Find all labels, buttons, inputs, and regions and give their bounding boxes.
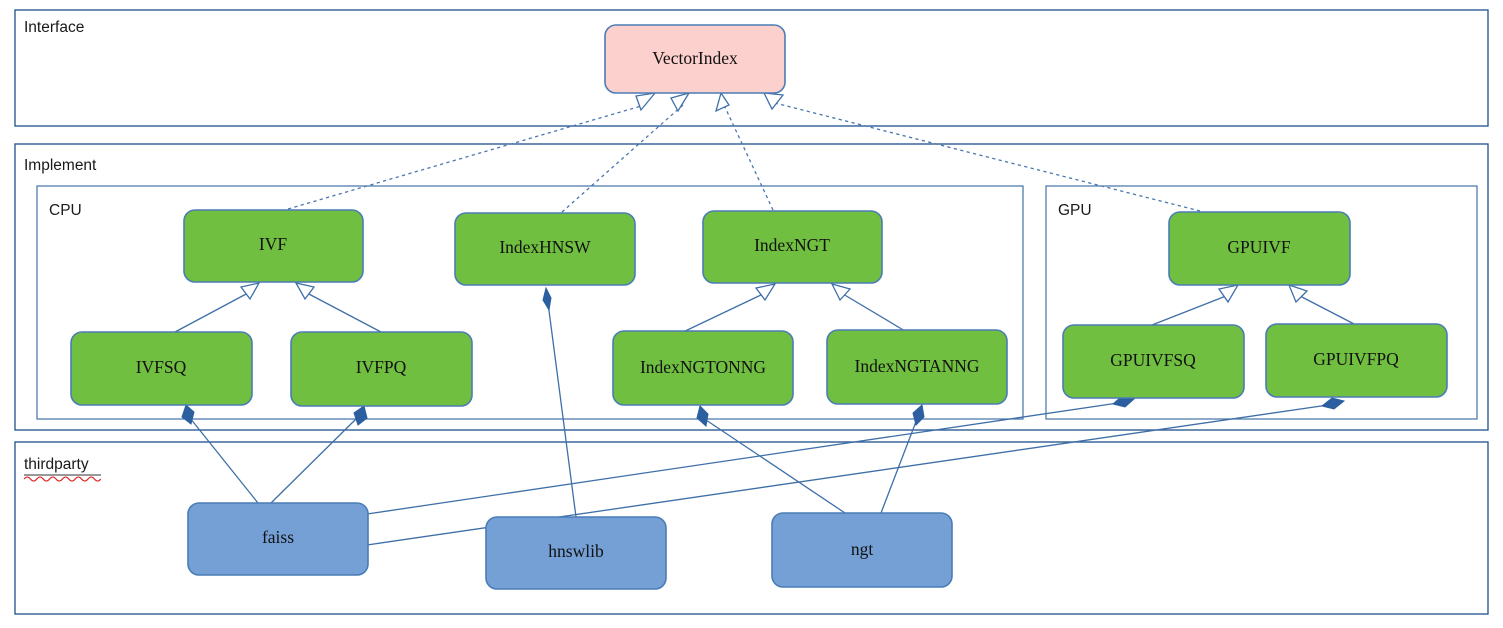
node-indexngtanng[interactable]: IndexNGTANNG — [826, 329, 1008, 405]
node-gpuivfsq-label: GPUIVFSQ — [1110, 350, 1196, 370]
node-indexngtanng-label: IndexNGTANNG — [855, 356, 980, 376]
edge-gpuivf-to-vectorindex — [762, 92, 1201, 212]
node-indexngtonng[interactable]: IndexNGTONNG — [612, 330, 794, 406]
edge-gpuivfpq-to-gpuivf — [1287, 283, 1357, 326]
node-gpuivf[interactable]: GPUIVF — [1168, 211, 1351, 286]
frame-label-implement: Implement — [24, 157, 97, 174]
node-gpuivf-label: GPUIVF — [1227, 237, 1290, 257]
edge-ivf-to-vectorindex — [287, 92, 657, 210]
frame-thirdparty — [14, 441, 1489, 615]
node-faiss[interactable]: faiss — [187, 502, 369, 576]
node-vectorindex[interactable]: VectorIndex — [604, 24, 786, 94]
edge-ngt-to-indexngtonng — [696, 405, 846, 514]
node-ivf-label: IVF — [259, 234, 287, 254]
frame-label-thirdparty-group: thirdparty — [23, 456, 102, 482]
node-indexhnsw-label: IndexHNSW — [499, 237, 591, 257]
frame-interface — [14, 9, 1489, 127]
frame-label-cpu: CPU — [49, 202, 82, 219]
node-hnswlib[interactable]: hnswlib — [485, 516, 667, 590]
node-hnswlib-label: hnswlib — [548, 541, 604, 561]
node-indexhnsw[interactable]: IndexHNSW — [454, 212, 636, 286]
node-indexngt[interactable]: IndexNGT — [702, 210, 883, 284]
edge-indexngtonng-to-indexngt — [680, 283, 777, 334]
node-ngt-label: ngt — [851, 539, 874, 559]
edge-indexhnsw-to-vectorindex — [561, 91, 691, 213]
frame-label-interface: Interface — [24, 19, 84, 36]
node-gpuivfsq[interactable]: GPUIVFSQ — [1062, 324, 1245, 399]
node-faiss-label: faiss — [262, 527, 294, 547]
frame-label-thirdparty: thirdparty — [24, 456, 89, 473]
node-ivfpq-label: IVFPQ — [356, 357, 407, 377]
node-gpuivfpq-label: GPUIVFPQ — [1313, 349, 1399, 369]
edge-indexngtanng-to-indexngt — [830, 282, 906, 332]
node-ngt[interactable]: ngt — [771, 512, 953, 588]
node-indexngt-label: IndexNGT — [754, 235, 830, 255]
frame-gpu — [1045, 185, 1478, 420]
node-ivfsq[interactable]: IVFSQ — [70, 331, 253, 406]
node-gpuivfpq[interactable]: GPUIVFPQ — [1265, 323, 1448, 398]
edge-ivfsq-to-ivf — [174, 282, 261, 333]
node-vectorindex-label: VectorIndex — [652, 48, 738, 68]
edge-faiss-to-gpuivfsq — [366, 395, 1136, 515]
edge-gpuivfsq-to-gpuivf — [1151, 284, 1240, 326]
edge-indexngt-to-vectorindex — [714, 91, 774, 211]
node-ivfsq-label: IVFSQ — [136, 357, 187, 377]
edge-ngt-to-indexngtanng — [880, 404, 925, 514]
edge-faiss-to-ivfsq — [181, 404, 259, 504]
edge-ivfpq-to-ivf — [294, 282, 382, 333]
node-ivf[interactable]: IVF — [183, 209, 364, 283]
node-indexngtonng-label: IndexNGTONNG — [640, 357, 766, 377]
frame-implement — [14, 143, 1489, 431]
edge-hnswlib-to-indexhnsw — [542, 286, 577, 518]
node-ivfpq[interactable]: IVFPQ — [290, 331, 473, 407]
edge-faiss-to-ivfpq — [270, 405, 368, 504]
frame-cpu — [36, 185, 1024, 420]
frame-label-gpu: GPU — [1058, 202, 1092, 219]
